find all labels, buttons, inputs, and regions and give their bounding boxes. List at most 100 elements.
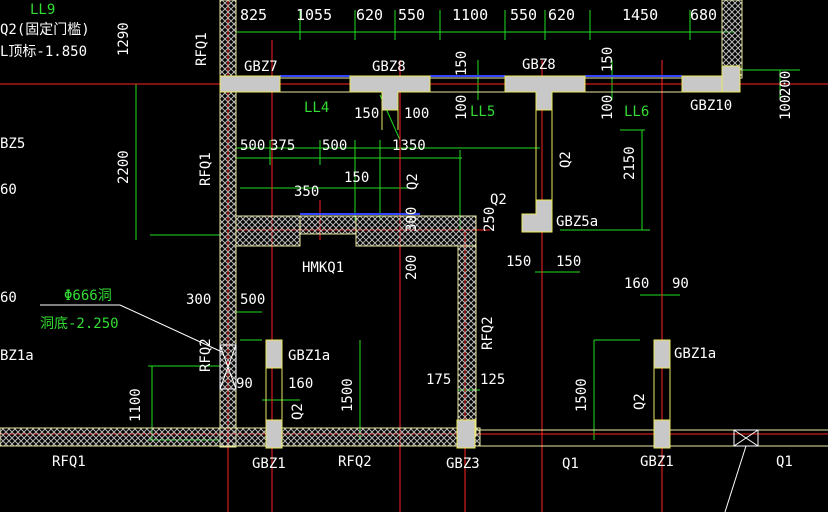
column-gbz1-left[interactable] [265, 419, 283, 449]
column-shafts [265, 110, 671, 420]
hole-note: Φ666洞 洞底-2.250 [40, 288, 119, 332]
hole-note-line2: 洞底-2.250 [40, 316, 119, 332]
header-dim: 825 [240, 6, 267, 24]
header-dim: 680 [690, 6, 717, 24]
column-gbz5a[interactable] [521, 199, 553, 233]
column-label: GBZ3 [446, 456, 480, 472]
opening-label: Q2 [632, 393, 648, 410]
column-labels: GBZ7 GBZ8 GBZ8 GBZ10 GBZ5a GBZ1a GBZ1a G… [244, 57, 732, 472]
wall-label: RFQ1 [198, 152, 214, 186]
opening-label: Q1 [776, 454, 793, 470]
dim-90: 90 [236, 376, 253, 392]
column-label: GBZ8 [522, 57, 556, 73]
dim-500: 500 [240, 138, 265, 154]
column-gbz10-top[interactable] [721, 65, 741, 93]
wall-label: RFQ2 [338, 454, 372, 470]
wall-label: RFQ2 [480, 316, 496, 350]
beam-labels: LL4 LL5 LL6 [304, 100, 649, 120]
leader-lines [40, 304, 747, 512]
dim-100: 100 [454, 95, 470, 120]
column-gbz1a-left[interactable] [265, 339, 283, 369]
edge-label-gbz1a: BZ1a [0, 348, 34, 364]
column-label: GBZ5a [556, 214, 598, 230]
dim-350: 350 [294, 184, 319, 200]
column-gbz3[interactable] [456, 419, 476, 449]
dim-100: 100 [778, 95, 794, 120]
dim-200: 200 [404, 255, 420, 280]
top-beam-band [236, 77, 722, 93]
dim-175: 175 [426, 372, 451, 388]
wall-mid-horizontal-right [355, 215, 477, 247]
left-edge-labels: Q2(固定门槛) L顶标-1.850 BZ5 60 60 BZ1a [0, 22, 90, 364]
ll9-label: LL9 [30, 2, 55, 18]
dim-160: 160 [288, 376, 313, 392]
beam-label: LL4 [304, 100, 329, 116]
column-label: GBZ1a [288, 348, 330, 364]
dim-2200: 2200 [116, 150, 132, 184]
column-label: GBZ1 [640, 454, 674, 470]
dim-1350: 1350 [392, 138, 426, 154]
wall-labels: RFQ1 RFQ1 RFQ2 RFQ2 RFQ1 RFQ2 [52, 32, 496, 470]
dim-90: 90 [672, 276, 689, 292]
column-gbz1a-right[interactable] [653, 339, 671, 369]
hole-note-line1: Φ666洞 [64, 288, 112, 304]
header-dimensions: 825 1055 620 550 1100 550 620 1450 680 [240, 6, 717, 24]
dim-100: 150 [506, 254, 531, 270]
dim-150: 150 [344, 170, 369, 186]
wall-right-vertical [457, 245, 477, 437]
dim-150: 150 [556, 254, 581, 270]
opening-labels: Q2 Q2 Q2 Q2 Q1 Q1 HMKQ1 [290, 151, 793, 472]
opening-label: Q2 [290, 403, 306, 420]
dim-100: 100 [600, 95, 616, 120]
column-label: GBZ10 [690, 98, 732, 114]
dim-160: 160 [624, 276, 649, 292]
column-gbz8-left[interactable] [349, 75, 431, 111]
cross-symbols [219, 344, 759, 447]
header-dim: 550 [398, 6, 425, 24]
column-gbz7[interactable] [219, 75, 281, 93]
dim-300: 300 [186, 292, 211, 308]
edge-label-gbz5: BZ5 [0, 136, 25, 152]
cross-box-left [219, 344, 237, 390]
opening-label: Q2 [558, 151, 574, 168]
header-dim: 1055 [296, 6, 332, 24]
edge-label-elevation: L顶标-1.850 [0, 44, 87, 60]
opening-label: Q1 [562, 456, 579, 472]
wall-mid-link [299, 215, 357, 235]
column-label: GBZ8 [372, 59, 406, 75]
beam-label-ll9: LL9 [30, 2, 55, 18]
beam-label: LL6 [624, 104, 649, 120]
dim-250: 250 [482, 207, 498, 232]
dim-150: 150 [354, 106, 379, 122]
column-gbz8-right[interactable] [504, 75, 586, 111]
dim-125: 125 [480, 372, 505, 388]
opening-label: Q2 [405, 173, 421, 190]
column-label: GBZ7 [244, 59, 278, 75]
wall-bottom-horizontal [0, 427, 481, 447]
walls [0, 0, 743, 448]
wall-q1-right [476, 429, 828, 447]
q2-top-label: Q2 [490, 192, 507, 208]
dim-375: 375 [270, 138, 295, 154]
edge-label-60: 60 [0, 182, 17, 198]
dim-1100: 1100 [128, 388, 144, 422]
dim-200: 200 [778, 71, 794, 96]
beam-label: LL5 [470, 104, 495, 120]
header-dim: 620 [548, 6, 575, 24]
header-dim: 1100 [452, 6, 488, 24]
dim-500: 500 [322, 138, 347, 154]
wall-mid-horizontal [235, 215, 301, 247]
edge-label-q2-note: Q2(固定门槛) [0, 22, 90, 38]
dimension-values: 150 150 150 150 150 100 100 100 100 150 … [116, 22, 794, 422]
dim-2150: 2150 [622, 146, 638, 180]
column-label: GBZ1 [252, 456, 286, 472]
edge-label-60: 60 [0, 290, 17, 306]
dim-1500: 1500 [340, 378, 356, 412]
columns [219, 65, 741, 449]
header-dim: 550 [510, 6, 537, 24]
dim-150: 150 [600, 47, 616, 72]
dim-100: 100 [404, 106, 429, 122]
column-gbz1-right[interactable] [653, 419, 671, 449]
wall-left-vertical [219, 0, 237, 448]
header-dim: 620 [356, 6, 383, 24]
